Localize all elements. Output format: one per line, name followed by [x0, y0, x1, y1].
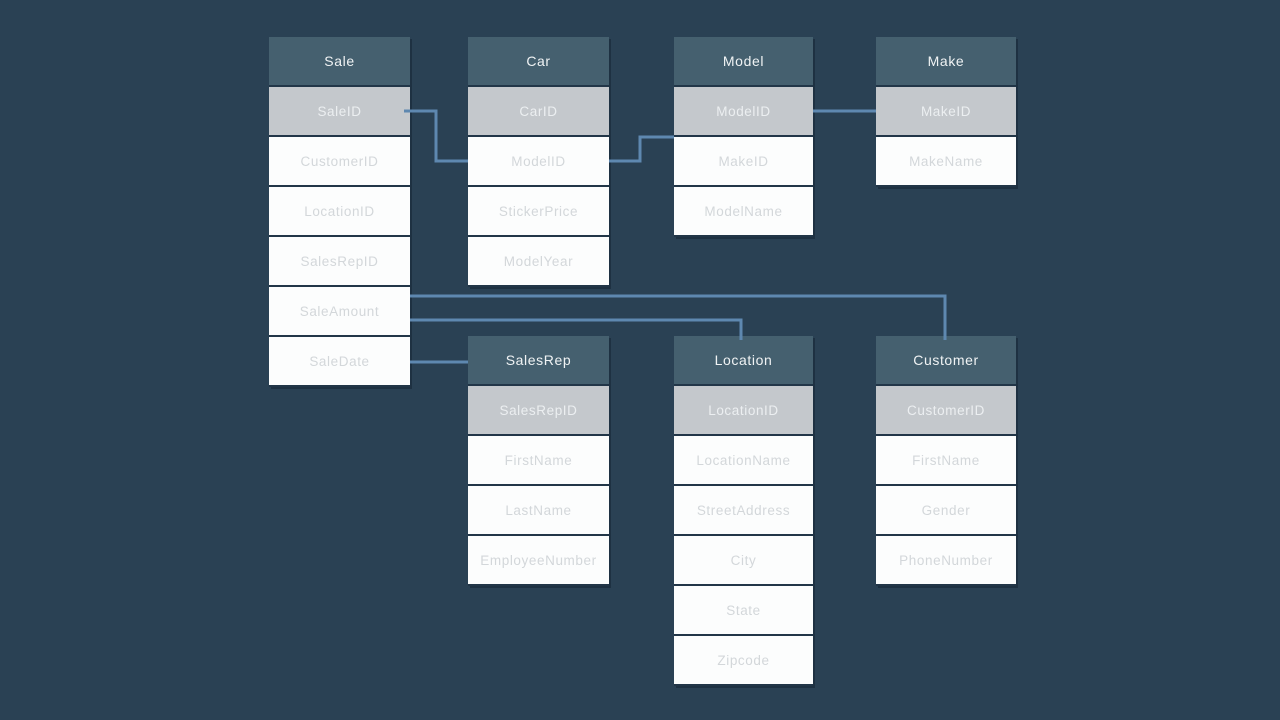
field-salesrep-firstname: FirstName: [468, 436, 609, 486]
table-sale: Sale SaleID CustomerID LocationID SalesR…: [269, 37, 410, 387]
connector-car-model: [609, 135, 674, 163]
field-car-stickerprice: StickerPrice: [468, 187, 609, 237]
field-location-city: City: [674, 536, 813, 586]
field-salesrep-lastname: LastName: [468, 486, 609, 536]
table-sale-header: Sale: [269, 37, 410, 87]
field-car-modelid: ModelID: [468, 137, 609, 187]
table-customer: Customer CustomerID FirstName Gender Pho…: [876, 336, 1016, 586]
field-location-zipcode: Zipcode: [674, 636, 813, 686]
field-make-makeid: MakeID: [876, 87, 1016, 137]
field-sale-saleamount: SaleAmount: [269, 287, 410, 337]
field-model-modelname: ModelName: [674, 187, 813, 237]
field-location-locationid: LocationID: [674, 386, 813, 436]
field-car-carid: CarID: [468, 87, 609, 137]
table-car-header: Car: [468, 37, 609, 87]
field-sale-saledate: SaleDate: [269, 337, 410, 387]
field-location-streetaddress: StreetAddress: [674, 486, 813, 536]
table-location-header: Location: [674, 336, 813, 386]
connector-sale-customer: [410, 294, 947, 340]
connector-sale-car: [404, 109, 468, 163]
table-make: Make MakeID MakeName: [876, 37, 1016, 187]
field-sale-salesrepid: SalesRepID: [269, 237, 410, 287]
field-make-makename: MakeName: [876, 137, 1016, 187]
field-location-state: State: [674, 586, 813, 636]
table-model-header: Model: [674, 37, 813, 87]
table-model: Model ModelID MakeID ModelName: [674, 37, 813, 237]
field-location-locationname: LocationName: [674, 436, 813, 486]
table-salesrep-header: SalesRep: [468, 336, 609, 386]
field-customer-gender: Gender: [876, 486, 1016, 536]
field-customer-customerid: CustomerID: [876, 386, 1016, 436]
field-sale-saleid: SaleID: [269, 87, 410, 137]
field-customer-phonenumber: PhoneNumber: [876, 536, 1016, 586]
table-salesrep: SalesRep SalesRepID FirstName LastName E…: [468, 336, 609, 586]
field-model-modelid: ModelID: [674, 87, 813, 137]
field-sale-customerid: CustomerID: [269, 137, 410, 187]
field-salesrep-employeenumber: EmployeeNumber: [468, 536, 609, 586]
field-car-modelyear: ModelYear: [468, 237, 609, 287]
field-customer-firstname: FirstName: [876, 436, 1016, 486]
field-salesrep-salesrepid: SalesRepID: [468, 386, 609, 436]
field-model-makeid: MakeID: [674, 137, 813, 187]
table-location: Location LocationID LocationName StreetA…: [674, 336, 813, 686]
table-customer-header: Customer: [876, 336, 1016, 386]
table-car: Car CarID ModelID StickerPrice ModelYear: [468, 37, 609, 287]
table-make-header: Make: [876, 37, 1016, 87]
field-sale-locationid: LocationID: [269, 187, 410, 237]
